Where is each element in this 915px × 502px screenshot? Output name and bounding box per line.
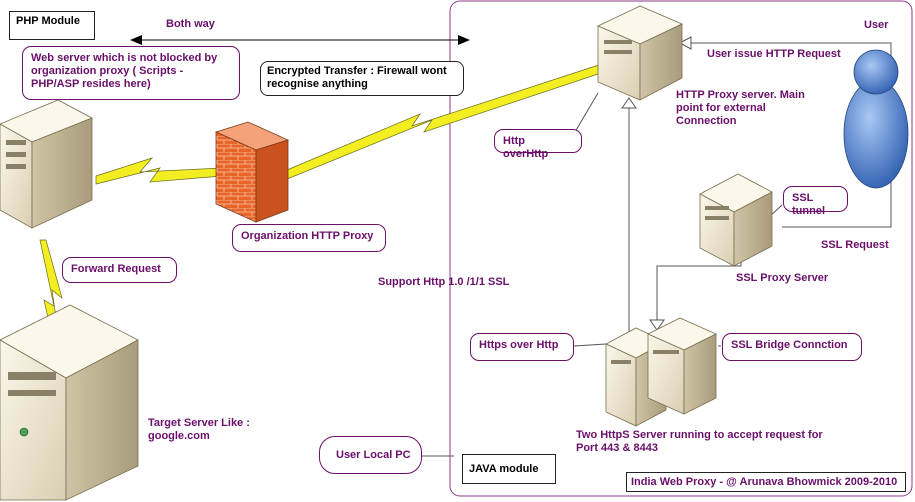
ssl-bridge-label: SSL Bridge Connction: [731, 339, 848, 351]
http-proxy-server-icon: [597, 5, 683, 101]
both-way-arrow: [130, 35, 470, 45]
http-proxy-server-label: HTTP Proxy server. Main point for extern…: [676, 89, 805, 127]
lightning-links: [39, 61, 611, 346]
forward-request-label: Forward Request: [71, 263, 161, 275]
https-over-http-label: Https over Http: [479, 339, 559, 351]
ssl-proxy-server-icon: [699, 173, 773, 267]
web-server-note: Web server which is not blocked by organ…: [22, 46, 240, 100]
php-module-label: PHP Module: [16, 15, 80, 27]
java-region-border: [449, 0, 913, 497]
https-over-http-tag: Https over Http: [470, 333, 574, 361]
credit-box: India Web Proxy - @ Arunava Bhowmick 200…: [626, 472, 906, 492]
ssl-tunnel-tag: SSL tunnel: [783, 186, 848, 217]
forward-request-tag: Forward Request: [62, 257, 177, 283]
java-module-label: JAVA module: [469, 463, 539, 475]
org-proxy-label: Organization HTTP Proxy: [241, 230, 374, 242]
ssl-tunnel-label: SSL tunnel: [792, 192, 825, 217]
user-issue-label: User issue HTTP Request: [707, 48, 841, 60]
http-over-http-tag: Http overHttp: [494, 129, 582, 160]
web-server-note-text: Web server which is not blocked by organ…: [31, 52, 218, 90]
user-local-pc-tag: User Local PC: [319, 436, 422, 474]
php-server-icon: [0, 99, 93, 229]
php-module-box: PHP Module: [9, 11, 95, 40]
two-https-label: Two HttpS Server running to accept reque…: [576, 429, 823, 454]
https-server-icon: [605, 317, 717, 427]
ssl-proxy-server-label: SSL Proxy Server: [736, 272, 829, 284]
credit-label: India Web Proxy - @ Arunava Bhowmick 200…: [631, 476, 898, 488]
ssl-bridge-tag: SSL Bridge Connction: [722, 333, 862, 361]
java-module-box: JAVA module: [462, 454, 556, 484]
user-person-icon: [843, 49, 909, 189]
both-way-label: Both way: [166, 18, 215, 30]
firewall-icon: [214, 121, 290, 223]
ssl-request-label: SSL Request: [821, 239, 889, 251]
encrypted-transfer-label: Encrypted Transfer : Firewall wont recog…: [267, 65, 447, 90]
target-server-label: Target Server Like : google.com: [148, 417, 250, 442]
http-over-http-label: Http overHttp: [503, 135, 549, 160]
target-server-icon: [0, 304, 139, 501]
org-proxy-tag: Organization HTTP Proxy: [232, 224, 386, 252]
support-label: Support Http 1.0 /1/1 SSL: [378, 276, 510, 288]
user-label: User: [864, 19, 889, 31]
encrypted-transfer-box: Encrypted Transfer : Firewall wont recog…: [260, 61, 464, 96]
user-local-pc-label: User Local PC: [336, 449, 411, 461]
